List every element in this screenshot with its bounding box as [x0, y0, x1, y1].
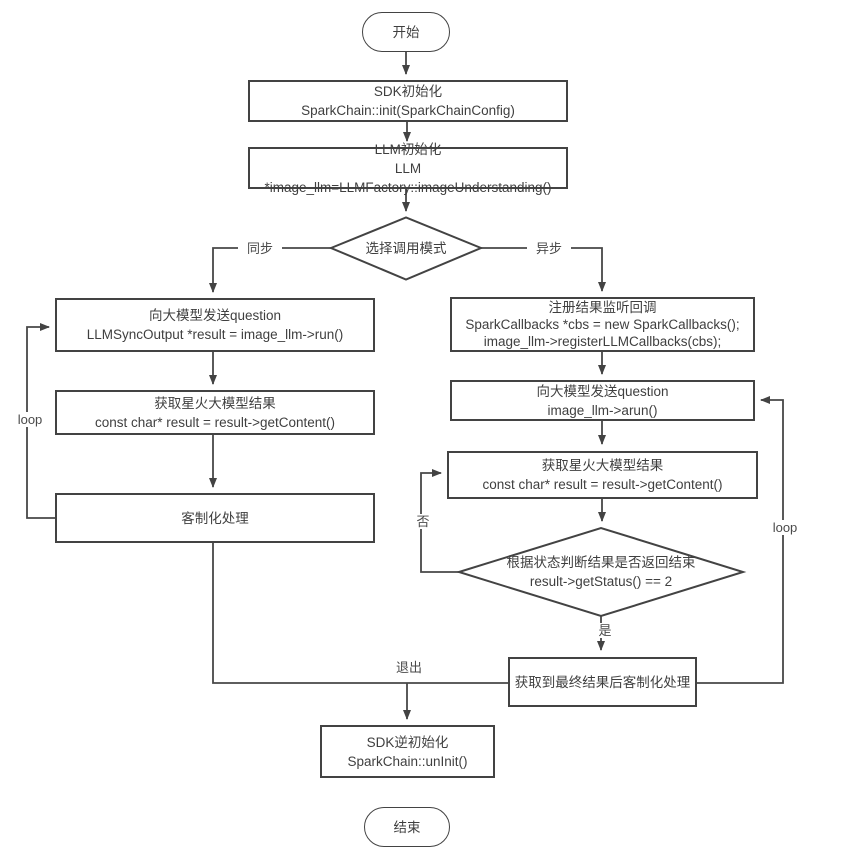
sdk-init-step: SDK初始化 SparkChain::init(SparkChainConfig… — [248, 80, 568, 122]
sync-custom-label: 客制化处理 — [181, 510, 249, 526]
end-label: 结束 — [393, 819, 421, 835]
sync-loop-label: loop — [11, 412, 49, 427]
sync-get-result-step: 获取星火大模型结果 const char* result = result->g… — [55, 390, 375, 435]
llm-init-title: LLM初始化 — [374, 141, 442, 157]
edge-async-branch — [481, 247, 606, 292]
final-custom-label: 获取到最终结果后客制化处理 — [514, 674, 691, 690]
sdk-uninit-code: SparkChain::unInit() — [347, 753, 468, 769]
async-get-code: const char* result = result->getContent(… — [482, 477, 723, 492]
async-loop-label: loop — [765, 520, 805, 535]
sdk-uninit-step: SDK逆初始化 SparkChain::unInit() — [320, 725, 495, 778]
final-custom-process-step: 获取到最终结果后客制化处理 — [508, 657, 697, 707]
async-register-code1: SparkCallbacks *cbs = new SparkCallbacks… — [465, 317, 740, 332]
status-no-label: 否 — [412, 514, 434, 529]
sync-custom-process-step: 客制化处理 — [55, 493, 375, 543]
decision-mode-diamond — [328, 216, 484, 281]
async-register-title: 注册结果监听回调 — [548, 300, 657, 315]
sync-get-code: const char* result = result->getContent(… — [94, 414, 336, 430]
async-get-title: 获取星火大模型结果 — [541, 458, 664, 473]
sync-send-step: 向大模型发送question LLMSyncOutput *result = i… — [55, 298, 375, 352]
start-label: 开始 — [392, 24, 420, 40]
start-terminal: 开始 — [362, 12, 450, 52]
sync-send-code: LLMSyncOutput *result = image_llm->run() — [86, 327, 344, 342]
llm-init-code: LLM *image_llm=LLMFactory::imageUndersta… — [264, 160, 552, 195]
edge-sync-branch — [209, 247, 331, 293]
async-send-title: 向大模型发送question — [536, 383, 669, 399]
status-yes-label: 是 — [594, 623, 616, 638]
sdk-init-code: SparkChain::init(SparkChainConfig) — [301, 103, 515, 118]
async-register-code2: image_llm->registerLLMCallbacks(cbs); — [483, 334, 722, 349]
sdk-init-title: SDK初始化 — [373, 84, 443, 99]
edge-async-loop-back — [697, 396, 784, 684]
sync-get-title: 获取星火大模型结果 — [154, 395, 276, 411]
decision-status-diamond — [455, 526, 747, 618]
end-terminal: 结束 — [364, 807, 450, 847]
sdk-uninit-title: SDK逆初始化 — [366, 734, 449, 750]
async-send-step: 向大模型发送question image_llm->arun() — [450, 380, 755, 421]
async-register-callback-step: 注册结果监听回调 SparkCallbacks *cbs = new Spark… — [450, 297, 755, 352]
sync-send-title: 向大模型发送question — [148, 308, 282, 323]
llm-init-step: LLM初始化 LLM *image_llm=LLMFactory::imageU… — [248, 142, 568, 195]
async-branch-label: 异步 — [527, 241, 571, 256]
async-send-code: image_llm->arun() — [547, 402, 658, 418]
edge-sync-custom-to-merge — [212, 543, 508, 684]
exit-label: 退出 — [389, 660, 429, 675]
async-get-result-step: 获取星火大模型结果 const char* result = result->g… — [447, 451, 758, 499]
sync-branch-label: 同步 — [238, 241, 282, 256]
